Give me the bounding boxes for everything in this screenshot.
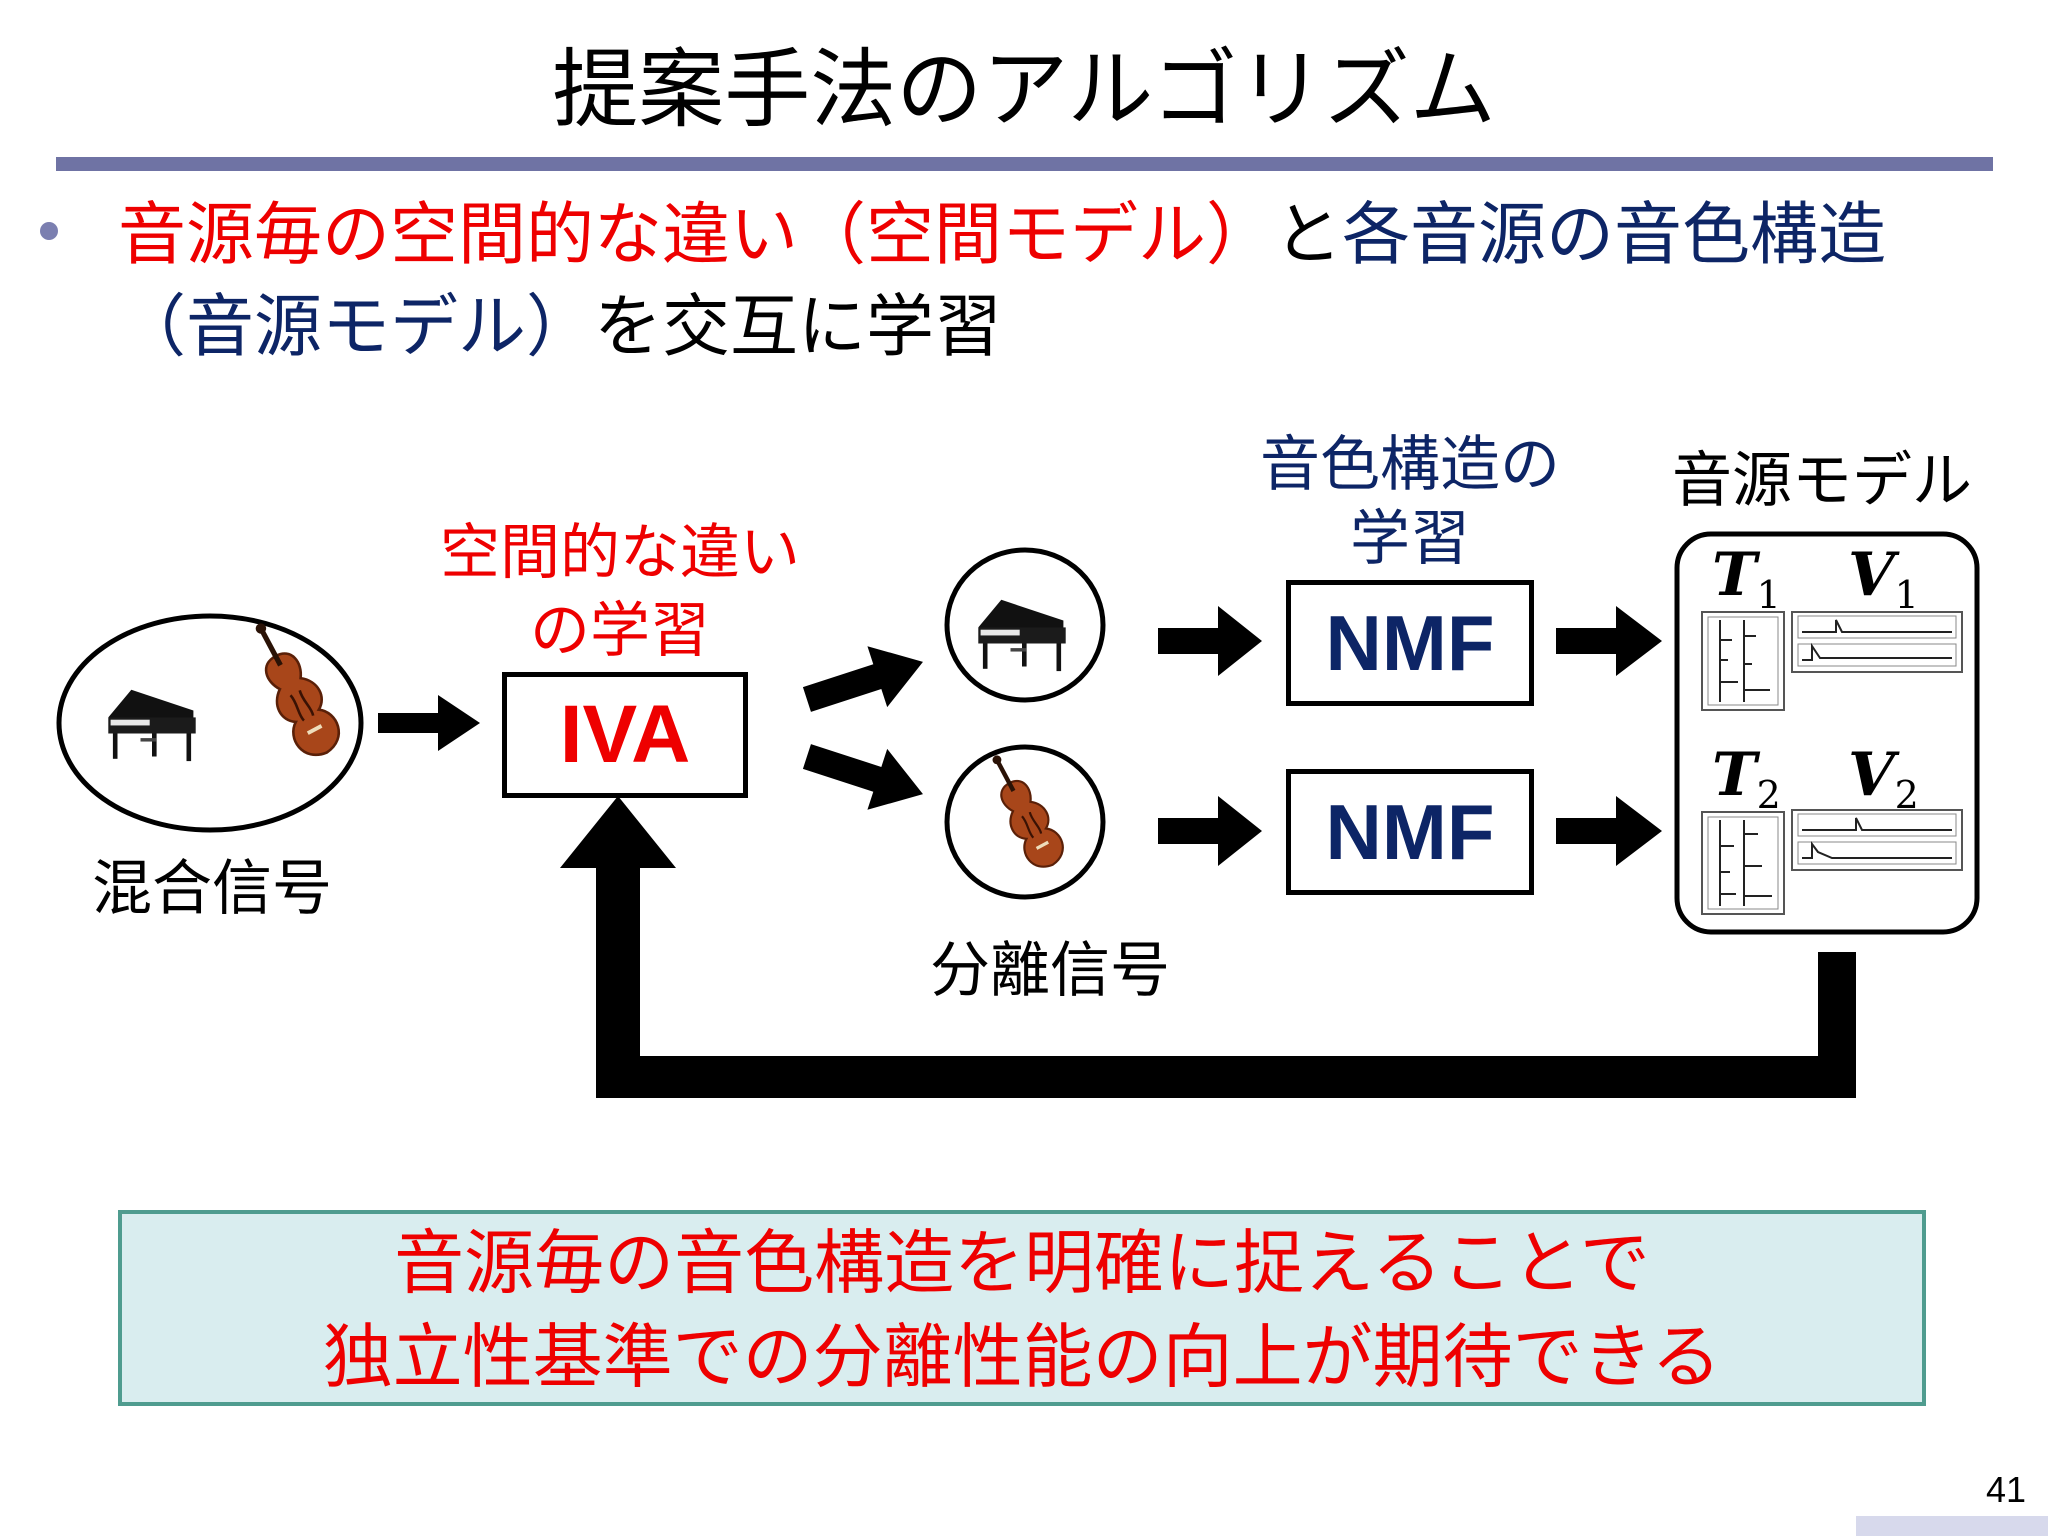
mixed-signal-label: 混合信号	[92, 854, 332, 924]
v1-matrix	[1791, 611, 1963, 673]
feedback-arrow	[560, 796, 1856, 1098]
slide-title: 提案手法のアルゴリズム	[552, 40, 1496, 140]
nmf-box-bottom: NMF	[1286, 769, 1534, 895]
bullet-spatial-model: 音源毎の空間的な違い（空間モデル）	[118, 196, 1275, 275]
t1-label: T1	[1712, 540, 1781, 617]
v1-label: V1	[1848, 540, 1919, 617]
spatial-learning-label-line2: の学習	[530, 596, 710, 666]
v2-label: V2	[1848, 740, 1919, 817]
spatial-learning-label-line1: 空間的な違い	[440, 518, 800, 588]
t2-matrix	[1701, 811, 1785, 915]
t1-matrix	[1701, 611, 1785, 711]
source-model-label: 音源モデル	[1672, 446, 1972, 516]
conclusion-box: 音源毎の音色構造を明確に捉えることで 独立性基準での分離性能の向上が期待できる	[118, 1210, 1926, 1406]
iva-box: IVA	[502, 672, 748, 798]
arrow-mixed-to-iva	[378, 695, 480, 751]
bullet-source-model: 各音源の音色構造（音源モデル）	[118, 196, 1887, 367]
bullet-dot-icon	[40, 222, 58, 240]
separated-signal-label: 分離信号	[930, 936, 1170, 1006]
arrow-piano-to-nmf	[1158, 606, 1262, 676]
arrow-violin-to-nmf	[1158, 796, 1262, 866]
bullet-conjunction: と	[1274, 196, 1343, 275]
conclusion-line2: 独立性基準での分離性能の向上が期待できる	[322, 1316, 1722, 1398]
page-number: 41	[1985, 1469, 2026, 1510]
timbre-learning-label-line2: 学習	[1350, 504, 1470, 574]
arrow-nmf-to-model-top	[1556, 606, 1662, 676]
conclusion-line1: 音源毎の音色構造を明確に捉えることで	[394, 1222, 1650, 1304]
t2-label: T2	[1712, 740, 1781, 817]
corner-accent-bar	[1856, 1516, 2048, 1536]
v2-matrix	[1791, 809, 1963, 871]
bullet-tail: を交互に学習	[594, 288, 1003, 367]
arrow-iva-to-violin	[802, 744, 923, 810]
bullet-text: 音源毎の空間的な違い（空間モデル）と各音源の音色構造（音源モデル）を交互に学習	[118, 190, 1998, 374]
arrow-iva-to-piano	[802, 646, 923, 712]
title-underline	[56, 157, 1993, 171]
nmf-box-top: NMF	[1286, 580, 1534, 706]
timbre-learning-label-line1: 音色構造の	[1260, 430, 1560, 500]
arrow-nmf-to-model-bottom	[1556, 796, 1662, 866]
